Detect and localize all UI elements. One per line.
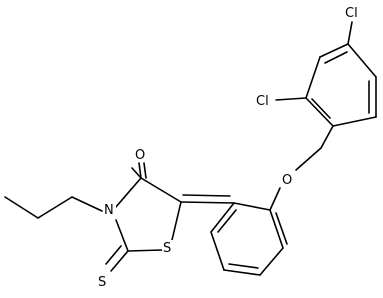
bond	[143, 162, 147, 179]
bond	[110, 250, 129, 272]
bond	[37, 196, 73, 219]
bond	[311, 98, 331, 119]
bond	[115, 219, 129, 252]
bond	[4, 196, 39, 219]
bond	[319, 43, 349, 58]
bond	[210, 231, 225, 271]
oxygen-atom-ether: O	[281, 172, 294, 188]
bond	[305, 56, 321, 99]
bond	[210, 202, 235, 233]
bond	[182, 194, 231, 197]
nitrogen-atom: N	[103, 202, 116, 218]
svg-text:S: S	[98, 275, 106, 290]
bond	[223, 269, 261, 276]
oxygen-atom-carbonyl: O	[134, 147, 147, 163]
bond	[275, 212, 288, 245]
bond	[127, 249, 163, 252]
sulfur-atom-thione: S	[97, 274, 109, 290]
bond	[180, 201, 235, 204]
atom-label-layer: Cl Cl O O N S S	[97, 5, 362, 290]
svg-text:S: S	[163, 241, 171, 256]
bond	[140, 177, 182, 203]
bond	[295, 147, 322, 171]
svg-text:O: O	[135, 148, 145, 163]
svg-text:Cl: Cl	[345, 6, 358, 21]
bond	[269, 187, 281, 211]
bond	[131, 167, 142, 179]
bond	[305, 97, 334, 127]
bond-layer	[4, 21, 377, 276]
bond	[275, 97, 307, 101]
bond	[320, 125, 334, 149]
bond	[105, 245, 122, 265]
bond	[347, 21, 353, 45]
bond	[71, 196, 103, 212]
sulfur-atom-ring: S	[162, 240, 174, 256]
bond	[332, 116, 377, 127]
svg-text:Cl: Cl	[256, 94, 269, 109]
bond	[217, 209, 237, 233]
chlorine-atom-middle: Cl	[255, 93, 273, 109]
bond	[269, 209, 284, 249]
bond	[114, 177, 142, 209]
bond	[233, 202, 271, 211]
bond	[228, 263, 259, 269]
bond	[324, 51, 348, 64]
bond	[259, 247, 284, 276]
svg-text:O: O	[282, 173, 292, 188]
svg-text:N: N	[104, 203, 114, 218]
bond	[171, 201, 182, 241]
bond	[138, 162, 142, 179]
bond	[347, 43, 377, 78]
chlorine-atom-top: Cl	[344, 5, 362, 21]
